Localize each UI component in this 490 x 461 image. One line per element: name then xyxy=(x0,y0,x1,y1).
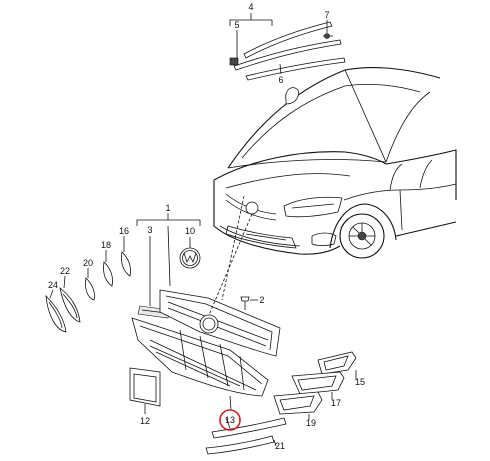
callout-21: 21 xyxy=(275,441,285,451)
callout-15: 15 xyxy=(355,377,365,387)
callout-12: 12 xyxy=(140,416,150,426)
car-illustration xyxy=(213,67,457,259)
callout-labels: 4 5 7 6 1 3 10 16 18 20 22 24 2 12 15 17… xyxy=(48,2,365,451)
callout-18: 18 xyxy=(101,240,111,250)
callout-7: 7 xyxy=(324,10,329,20)
callout-16: 16 xyxy=(119,226,129,236)
callout-24: 24 xyxy=(48,280,58,290)
callout-4: 4 xyxy=(248,2,253,12)
callout-5: 5 xyxy=(234,20,239,30)
highlight-circle xyxy=(219,409,241,431)
right-trims xyxy=(205,351,357,455)
callout-19: 19 xyxy=(306,418,316,428)
callout-10: 10 xyxy=(185,226,195,236)
plate-bracket xyxy=(129,367,161,414)
left-trims xyxy=(45,236,131,333)
callout-22: 22 xyxy=(60,266,70,276)
lower-grille xyxy=(131,317,269,411)
callout-20: 20 xyxy=(83,258,93,268)
upper-grille xyxy=(136,195,281,357)
callout-1: 1 xyxy=(165,203,170,213)
callout-2: 2 xyxy=(259,295,264,305)
callout-13: 13 xyxy=(225,415,235,425)
callout-6: 6 xyxy=(278,75,283,85)
callout-17: 17 xyxy=(331,398,341,408)
roof-mouldings xyxy=(229,13,346,81)
callout-3: 3 xyxy=(147,225,152,235)
